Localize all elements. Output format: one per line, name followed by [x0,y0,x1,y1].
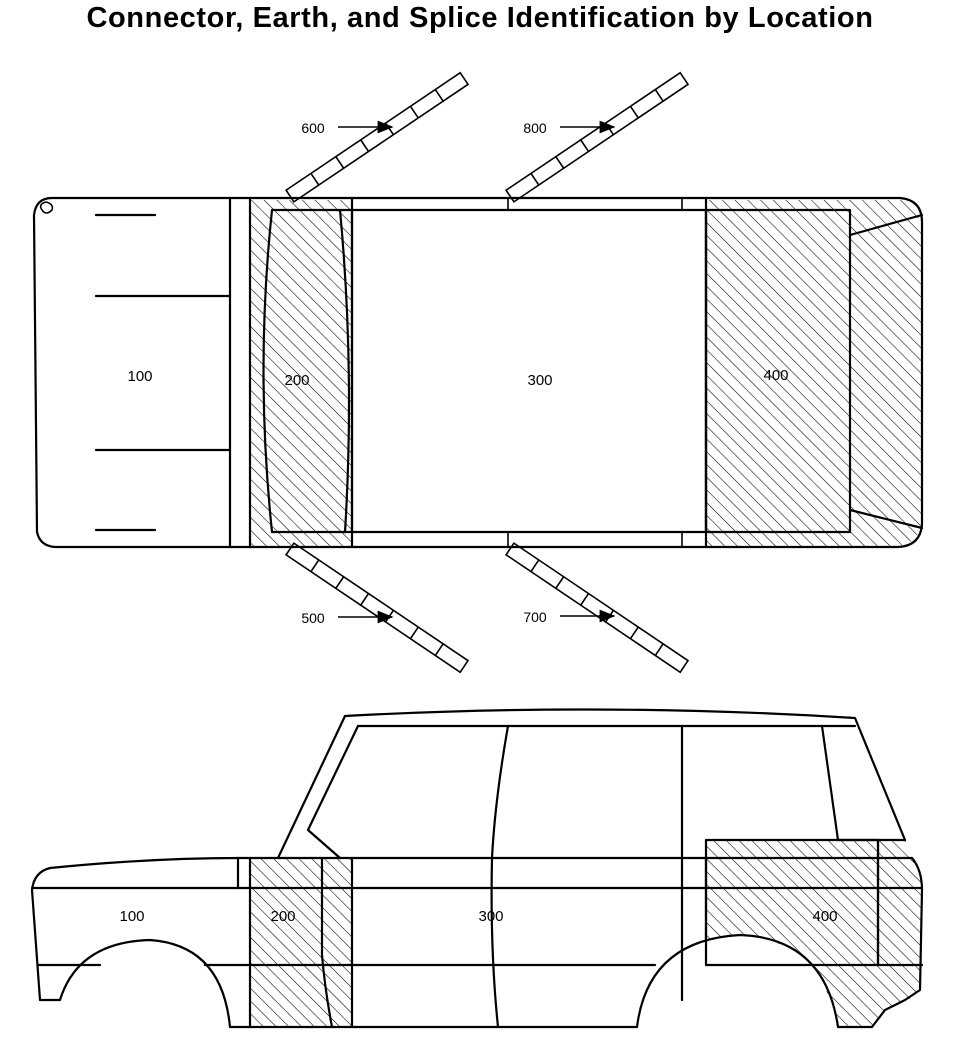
plan-body-outline [32,196,924,549]
zone-400-hatch [706,200,922,546]
door-500-label: 500 [301,610,325,626]
plan-zone-400-label: 400 [763,367,788,384]
side-zone-200-hatch [250,858,352,1027]
side-zone-300-label: 300 [478,908,503,925]
door-700: 700 [504,542,690,674]
plan-view: 100 200 300 400 600 [32,71,924,674]
side-zone-200-label: 200 [270,908,295,925]
door-800-label: 800 [523,120,547,136]
door-600-label: 600 [301,120,325,136]
side-roof [276,708,907,860]
door-800: 800 [504,71,690,203]
side-body-outline [30,856,924,1029]
zone-200-hatch [250,200,352,546]
plan-zone-300-label: 300 [527,372,552,389]
door-500: 500 [284,542,470,674]
side-zone-100-label: 100 [119,908,144,925]
door-700-label: 700 [523,609,547,625]
side-zone-400-hatch [706,840,922,1027]
page-title: Connector, Earth, and Splice Identificat… [86,2,874,34]
door-600: 600 [284,71,470,203]
plan-zone-100-label: 100 [127,368,152,385]
plan-front-lamp [39,201,54,214]
side-view: 100 200 300 400 [30,708,924,1029]
side-zone-400-label: 400 [812,908,837,925]
plan-zone-200-label: 200 [284,372,309,389]
